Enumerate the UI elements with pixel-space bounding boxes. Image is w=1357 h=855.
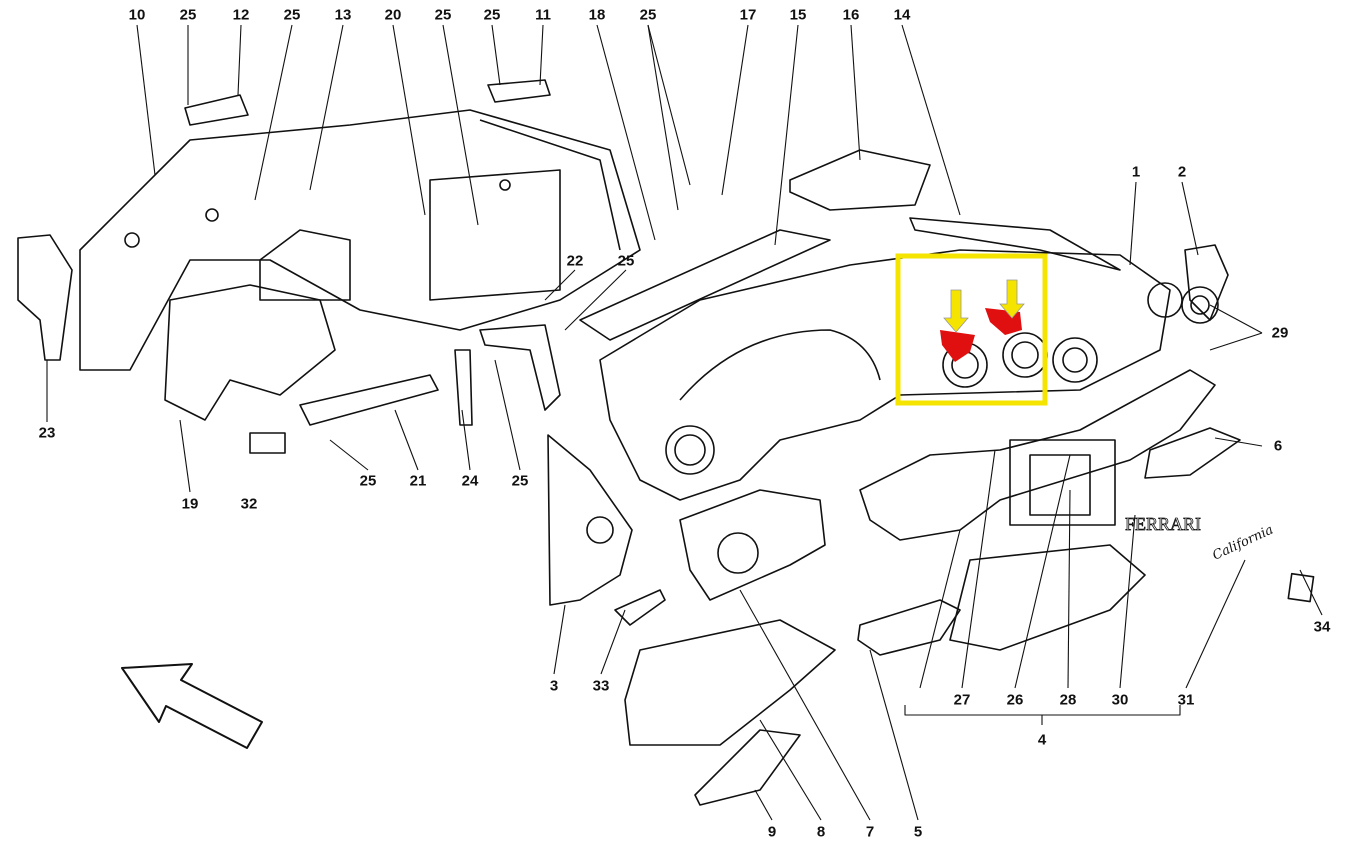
- callout-9: 9: [767, 823, 777, 841]
- part-9: [694, 729, 801, 806]
- glovebox-30: [949, 544, 1146, 651]
- callout-6: 6: [1273, 437, 1283, 455]
- callout-34: 34: [1313, 618, 1331, 636]
- part-34: [1287, 572, 1315, 603]
- callout-4: 4: [1037, 731, 1047, 749]
- part-5: [857, 599, 961, 656]
- part-26: [1009, 439, 1116, 526]
- part-8: [624, 619, 836, 746]
- callout-23: 23: [38, 424, 56, 442]
- part-7: [679, 489, 826, 601]
- dashboard: [599, 249, 1171, 501]
- part-11: [487, 79, 551, 103]
- part-12: [184, 94, 249, 126]
- callout-5: 5: [913, 823, 923, 841]
- callout-15: 15: [789, 6, 807, 24]
- callout-10: 10: [128, 6, 146, 24]
- lower-dash-4: [859, 369, 1216, 541]
- callout-30: 30: [1111, 691, 1129, 709]
- callout-25: 25: [511, 472, 529, 490]
- callout-25: 25: [359, 472, 377, 490]
- callout-32: 32: [240, 495, 258, 513]
- callout-25: 25: [639, 6, 657, 24]
- part-24: [454, 349, 473, 426]
- callout-19: 19: [181, 495, 199, 513]
- callout-33: 33: [592, 677, 610, 695]
- callout-25: 25: [617, 252, 635, 270]
- callout-3: 3: [549, 677, 559, 695]
- direction-arrow: [121, 663, 263, 749]
- callout-16: 16: [842, 6, 860, 24]
- yellow-arrow-right: [999, 279, 1025, 319]
- callout-2: 2: [1177, 163, 1187, 181]
- callout-22: 22: [566, 252, 584, 270]
- callout-8: 8: [816, 823, 826, 841]
- callout-29: 29: [1271, 324, 1289, 342]
- crossbeam: [79, 109, 641, 371]
- part-22: [479, 324, 561, 411]
- pad-16: [789, 149, 931, 211]
- trim-14: [909, 217, 1121, 271]
- callout-20: 20: [384, 6, 402, 24]
- callout-21: 21: [409, 472, 427, 490]
- part-21: [299, 374, 439, 426]
- ferrari-badge: FERRARI: [1125, 514, 1201, 534]
- callout-28: 28: [1059, 691, 1077, 709]
- callout-11: 11: [535, 6, 551, 24]
- callout-27: 27: [953, 691, 971, 709]
- callout-26: 26: [1006, 691, 1024, 709]
- callout-25: 25: [483, 6, 501, 24]
- bracket-19: [164, 284, 336, 421]
- callout-1: 1: [1131, 163, 1141, 181]
- callout-17: 17: [739, 6, 757, 24]
- california-badge: California: [1210, 522, 1275, 563]
- part-6: [1144, 427, 1241, 479]
- callout-7: 7: [865, 823, 875, 841]
- trim-15: [579, 229, 831, 341]
- callout-14: 14: [893, 6, 911, 24]
- bracket-23: [17, 234, 73, 361]
- callout-25: 25: [434, 6, 452, 24]
- leader-lines: [46, 24, 1323, 821]
- callout-24: 24: [461, 472, 479, 490]
- part-2: [1184, 244, 1229, 321]
- callout-25: 25: [283, 6, 301, 24]
- callout-25: 25: [179, 6, 197, 24]
- yellow-arrow-left: [943, 289, 969, 333]
- red-mark-left: [940, 330, 975, 362]
- callout-12: 12: [232, 6, 250, 24]
- part-3: [547, 434, 633, 606]
- callout-31: 31: [1177, 691, 1195, 709]
- callout-13: 13: [334, 6, 352, 24]
- part-33: [614, 589, 666, 626]
- part-32: [249, 432, 286, 454]
- highlight-box: [895, 253, 1048, 406]
- callout-18: 18: [588, 6, 606, 24]
